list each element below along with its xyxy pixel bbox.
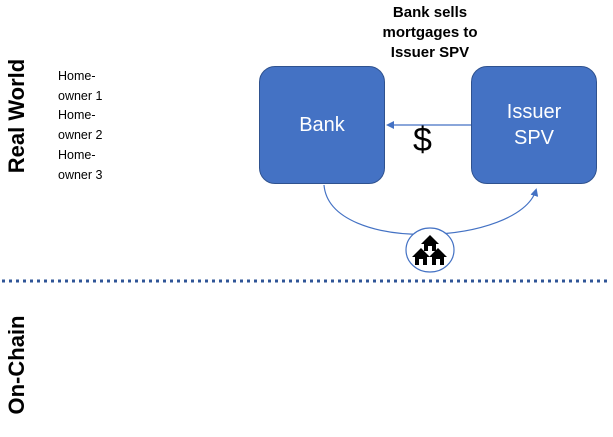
issuer-spv-node: Issuer SPV [471, 66, 597, 184]
step-title: Bank sells mortgages to Issuer SPV [382, 4, 478, 61]
payment-symbol: $ [413, 121, 432, 159]
homeowner-3-label: Home-owner 3 [58, 148, 103, 182]
homeowner-2-label: Home-owner 2 [58, 108, 103, 142]
homeowner-1-label: Home-owner 1 [58, 69, 103, 103]
bank-node: Bank [259, 66, 385, 184]
mortgage-transfer-curve [323, 184, 539, 235]
bank-node-label: Bank [299, 114, 345, 136]
issuer-spv-node-label: Issuer SPV [506, 101, 562, 149]
houses-icon [405, 227, 455, 273]
